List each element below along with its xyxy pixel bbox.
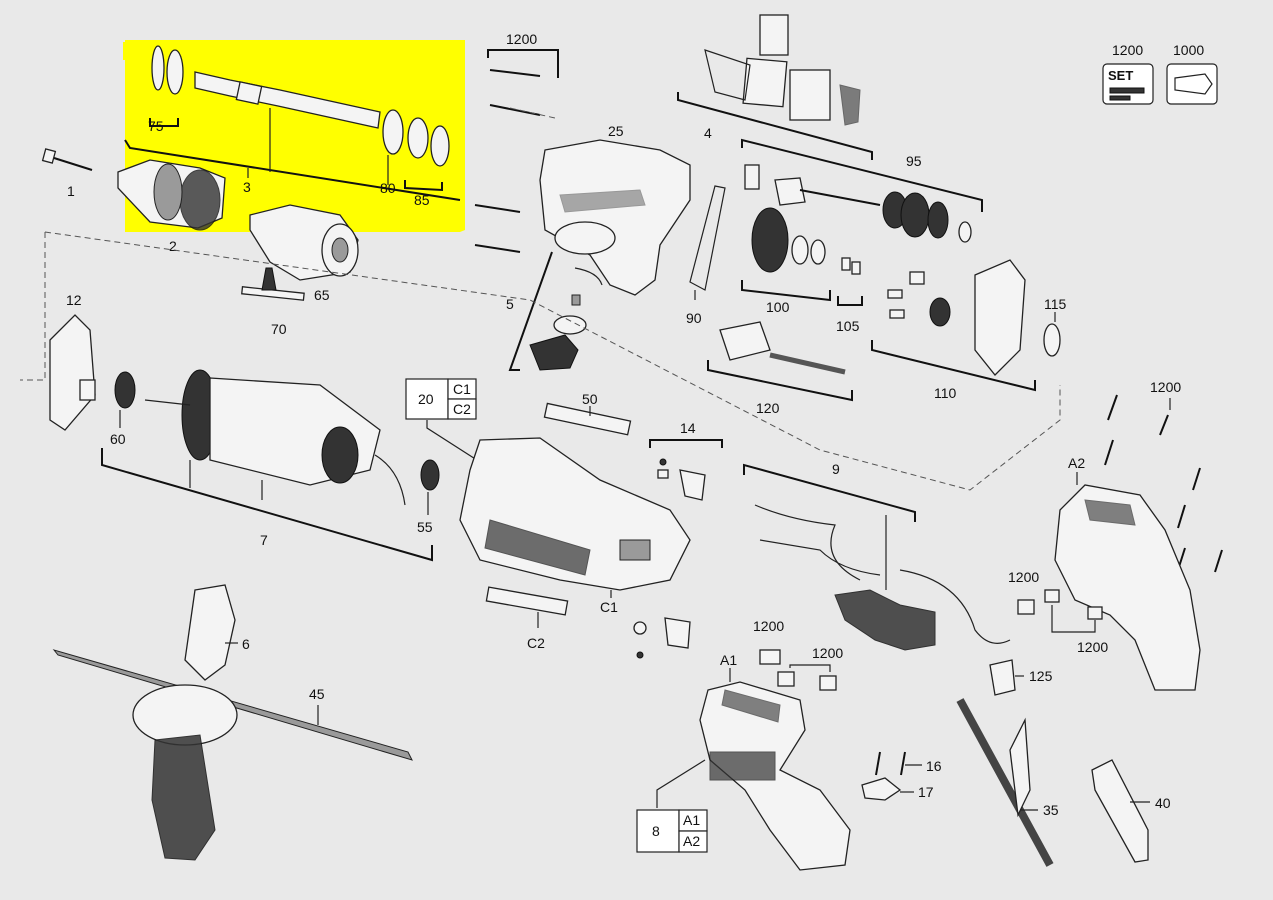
- label-105: 105: [836, 318, 860, 334]
- label-125: 125: [1029, 668, 1053, 684]
- table-20-main: 20: [418, 391, 434, 407]
- label-1200-set: 1200: [1112, 42, 1143, 58]
- label-6: 6: [242, 636, 250, 652]
- label-100: 100: [766, 299, 790, 315]
- label-65: 65: [314, 287, 330, 303]
- set-badge-text: SET: [1108, 68, 1133, 83]
- spindle-drawing: [124, 45, 461, 201]
- grease-box[interactable]: [1166, 63, 1218, 105]
- label-2: 2: [169, 238, 177, 254]
- part-2-keyless-chuck[interactable]: [117, 159, 226, 231]
- label-90: 90: [686, 310, 702, 326]
- part-16-screws[interactable]: [875, 751, 922, 776]
- table-20-c1: C1: [453, 381, 471, 397]
- part-9-wiring-switch[interactable]: [743, 463, 1011, 651]
- part-12-end-cap[interactable]: [49, 314, 96, 431]
- part-40-carbon-brush[interactable]: [1091, 759, 1150, 863]
- part-55-bearing[interactable]: [420, 459, 440, 515]
- label-1: 1: [67, 183, 75, 199]
- label-17: 17: [918, 784, 934, 800]
- part-1200-housing-screws[interactable]: [474, 49, 559, 253]
- part-105-pin-set[interactable]: [837, 257, 863, 306]
- part-70-chuck-key[interactable]: [241, 267, 305, 301]
- part-1200-a2-blocks[interactable]: [1017, 589, 1103, 633]
- part-65-keyed-chuck[interactable]: [249, 204, 359, 281]
- table-8-a1: A1: [683, 812, 700, 828]
- label-5: 5: [506, 296, 514, 312]
- label-1200-top: 1200: [506, 31, 537, 47]
- label-40: 40: [1155, 795, 1171, 811]
- label-1200-a2a: 1200: [1008, 569, 1039, 585]
- label-a2-right: A2: [1068, 455, 1085, 471]
- part-1200-a1-blocks[interactable]: [759, 649, 837, 691]
- part-120-bracket[interactable]: [707, 321, 853, 402]
- part-a2-housing-half[interactable]: [1054, 472, 1201, 691]
- small-clip-bottom[interactable]: [633, 617, 691, 659]
- label-55: 55: [417, 519, 433, 535]
- label-7: 7: [260, 532, 268, 548]
- part-90-gasket[interactable]: [689, 185, 726, 300]
- label-1200-a1b: 1200: [812, 645, 843, 661]
- label-95: 95: [906, 153, 922, 169]
- part-4-switch-assembly[interactable]: [677, 14, 873, 160]
- part-5-seal-kit[interactable]: [508, 251, 603, 371]
- table-8-a2: A2: [683, 833, 700, 849]
- part-6-side-handle[interactable]: [132, 584, 238, 861]
- set-box[interactable]: SET: [1102, 63, 1154, 105]
- boundary-left: [20, 232, 46, 381]
- part-c1-motor-housing[interactable]: [459, 437, 691, 598]
- label-a1: A1: [720, 652, 737, 668]
- label-14: 14: [680, 420, 696, 436]
- label-c1: C1: [600, 599, 618, 615]
- label-45: 45: [309, 686, 325, 702]
- label-1200-a1a: 1200: [753, 618, 784, 634]
- label-1000: 1000: [1173, 42, 1204, 58]
- part-7-motor[interactable]: [101, 369, 433, 562]
- part-25-gear-housing[interactable]: [539, 139, 691, 296]
- label-3: 3: [243, 179, 251, 195]
- part-1200-right-screws[interactable]: [1104, 394, 1223, 573]
- label-9: 9: [832, 461, 840, 477]
- part-a1-handle-half[interactable]: [699, 668, 851, 871]
- label-60: 60: [110, 431, 126, 447]
- part-100-gear-set[interactable]: [741, 207, 831, 302]
- label-70: 70: [271, 321, 287, 337]
- part-14-clip[interactable]: [649, 439, 723, 501]
- part-110-mode-selector[interactable]: [871, 259, 1036, 392]
- label-120: 120: [756, 400, 780, 416]
- label-4: 4: [704, 125, 712, 141]
- label-115: 115: [1044, 296, 1067, 312]
- label-25: 25: [608, 123, 624, 139]
- label-c2: C2: [527, 635, 545, 651]
- part-95-gear-shaft[interactable]: [741, 138, 983, 243]
- label-1200-a2b: 1200: [1077, 639, 1108, 655]
- part-115-seal[interactable]: [1043, 312, 1061, 357]
- label-16: 16: [926, 758, 942, 774]
- label-80: 80: [380, 180, 396, 196]
- label-75: 75: [148, 118, 164, 134]
- boundary-top: [44, 231, 1061, 491]
- table-8: 8 A1 A2: [636, 759, 708, 853]
- part-50-label[interactable]: [543, 402, 632, 436]
- table-8-main: 8: [652, 823, 660, 839]
- label-85: 85: [414, 192, 430, 208]
- part-35-power-cord[interactable]: [956, 698, 1054, 867]
- label-110: 110: [934, 385, 957, 401]
- part-1-screw[interactable]: [41, 148, 93, 171]
- label-12: 12: [66, 292, 82, 308]
- label-1200-right: 1200: [1150, 379, 1181, 395]
- part-125-cable-clip[interactable]: [989, 659, 1024, 696]
- label-50: 50: [582, 391, 598, 407]
- table-20-c2: C2: [453, 401, 471, 417]
- part-60-bearing[interactable]: [114, 371, 136, 428]
- part-c2-label[interactable]: [485, 586, 569, 628]
- part-17-cable-clamp[interactable]: [861, 777, 914, 801]
- table-20: 20 C1 C2: [405, 378, 481, 463]
- label-35: 35: [1043, 802, 1059, 818]
